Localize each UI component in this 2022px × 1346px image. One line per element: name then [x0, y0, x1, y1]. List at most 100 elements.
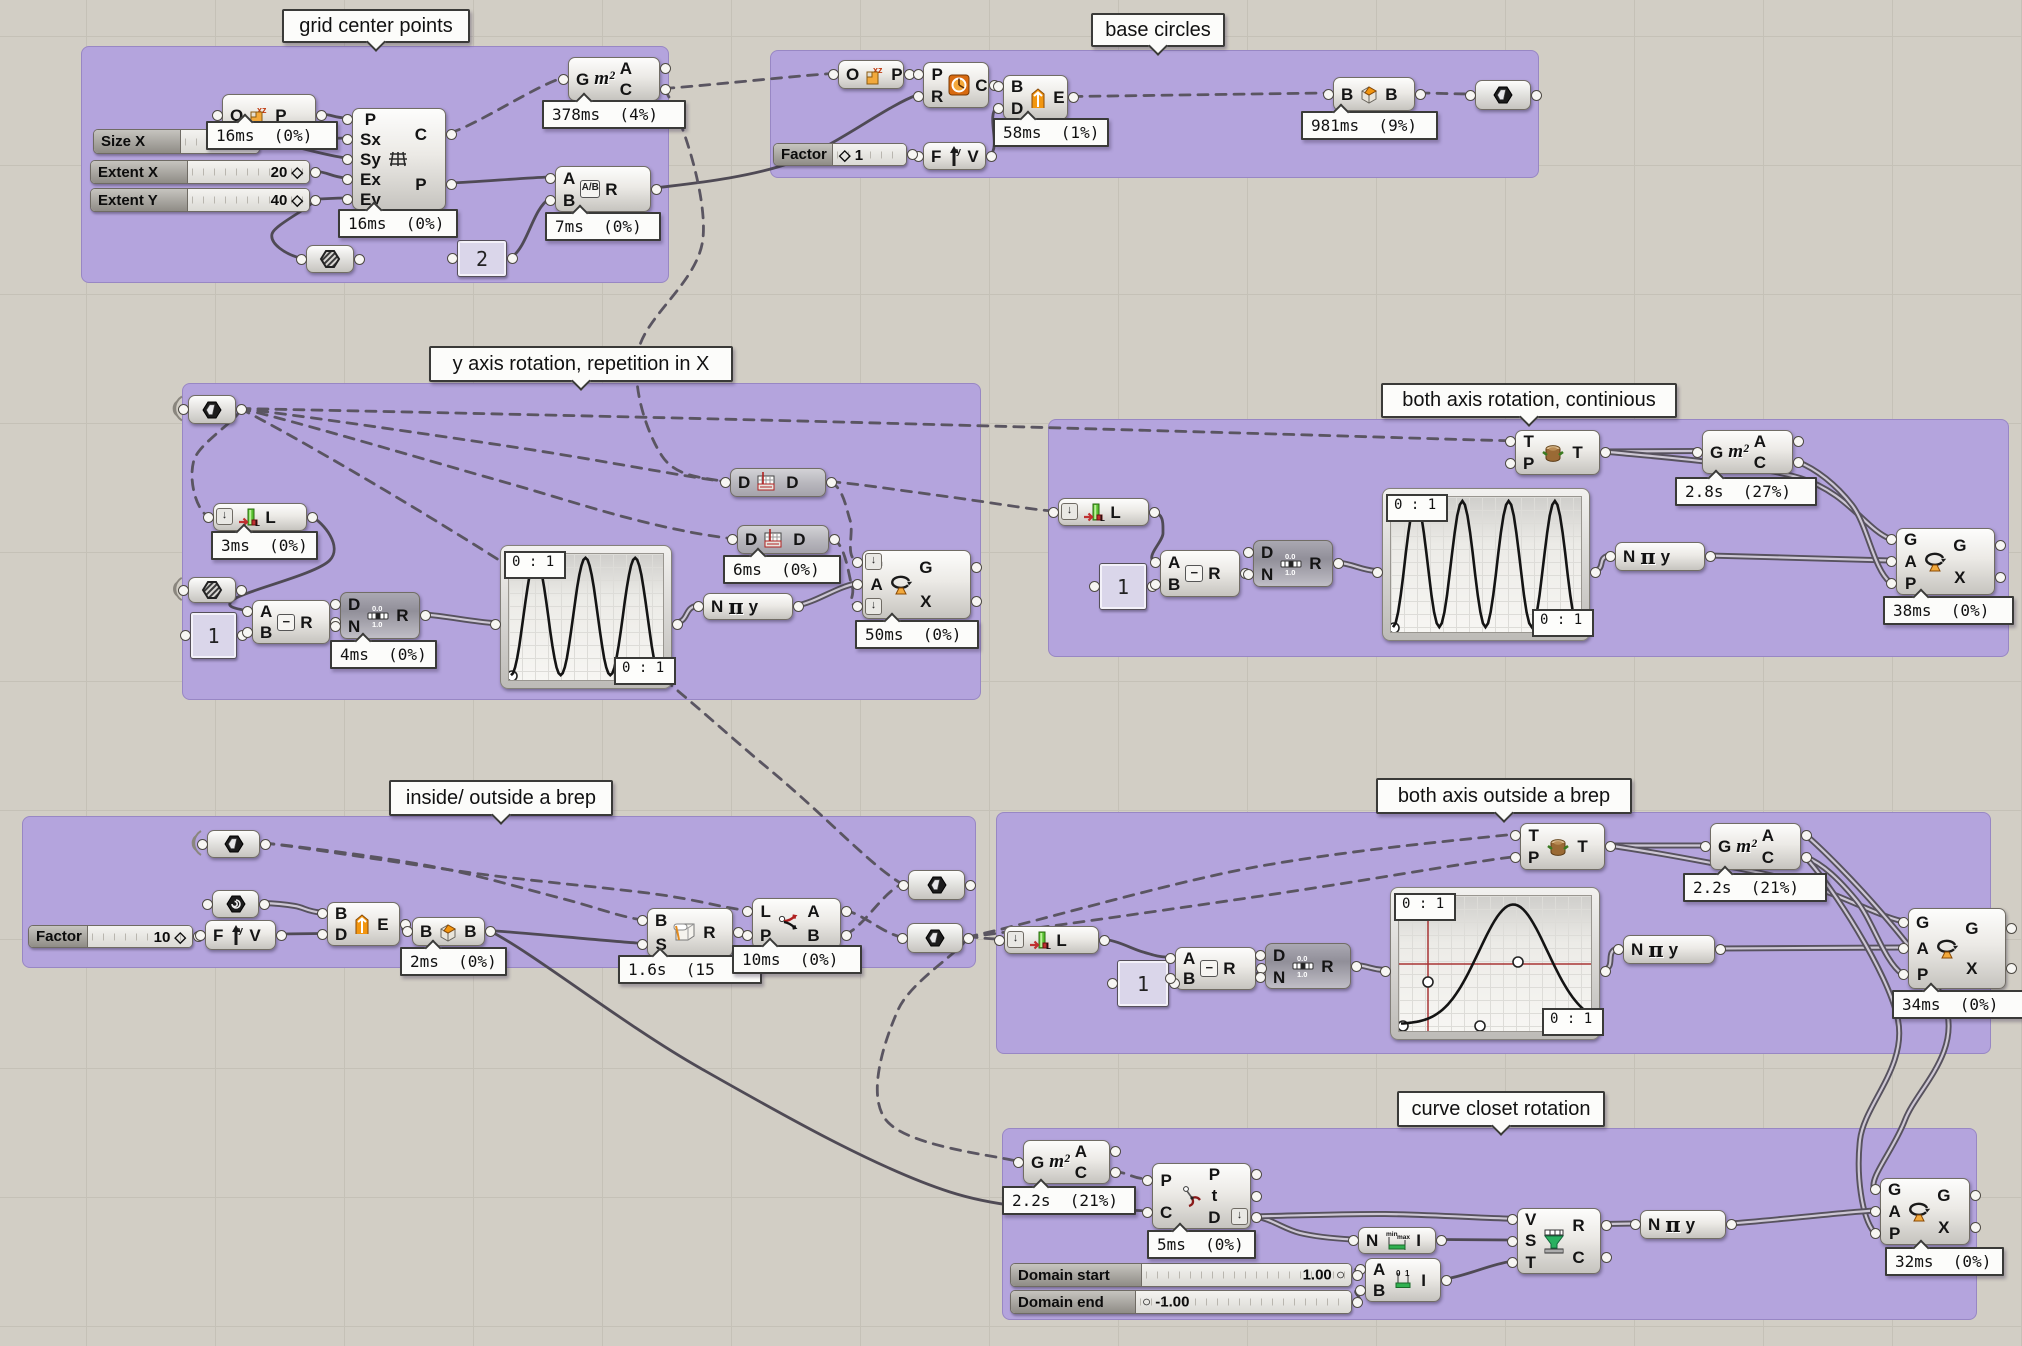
- port[interactable]: [1530, 89, 1542, 101]
- port[interactable]: [201, 898, 213, 910]
- port[interactable]: [1725, 1219, 1737, 1230]
- port[interactable]: [851, 556, 863, 568]
- port[interactable]: [970, 562, 982, 574]
- port[interactable]: [258, 898, 270, 910]
- construct-domain[interactable]: AB01I: [1365, 1258, 1441, 1302]
- port[interactable]: [1604, 551, 1616, 562]
- port[interactable]: [1704, 551, 1716, 562]
- port[interactable]: [445, 128, 457, 140]
- port[interactable]: [636, 938, 648, 950]
- port[interactable]: [1604, 841, 1616, 852]
- flatten-icon[interactable]: ↓: [1007, 931, 1024, 948]
- port[interactable]: [211, 109, 223, 121]
- port[interactable]: [353, 253, 365, 265]
- port[interactable]: [1141, 1206, 1153, 1218]
- port[interactable]: [179, 630, 191, 641]
- port[interactable]: [1250, 1211, 1262, 1223]
- port[interactable]: [557, 73, 569, 85]
- group-curve-closet-rotation-label[interactable]: curve closet rotation: [1397, 1091, 1605, 1127]
- slider-domain-end[interactable]: Domain end○ -1.00: [1010, 1290, 1352, 1314]
- port[interactable]: [1897, 943, 1909, 954]
- port[interactable]: [177, 404, 189, 415]
- relay-hex-hatched[interactable]: [306, 245, 354, 273]
- flatten-icon[interactable]: ↓: [216, 508, 233, 525]
- port[interactable]: [1047, 506, 1059, 518]
- port[interactable]: [1332, 558, 1344, 569]
- group-both-axis-outside-brep-label[interactable]: both axis outside a brep: [1376, 778, 1632, 814]
- port[interactable]: [828, 534, 840, 545]
- port[interactable]: [1869, 1227, 1881, 1239]
- port[interactable]: [1800, 829, 1812, 841]
- port[interactable]: [993, 934, 1005, 946]
- port[interactable]: [316, 929, 328, 940]
- port[interactable]: [1699, 841, 1711, 852]
- port[interactable]: [341, 133, 353, 145]
- port[interactable]: [992, 81, 1004, 93]
- port[interactable]: [309, 194, 321, 206]
- port[interactable]: [235, 584, 247, 596]
- port[interactable]: [636, 915, 648, 927]
- port[interactable]: [827, 69, 839, 80]
- port[interactable]: [401, 926, 413, 937]
- group-both-axis-rotation-label[interactable]: both axis rotation, continious: [1381, 383, 1677, 418]
- port[interactable]: [1897, 916, 1909, 928]
- port[interactable]: [1414, 88, 1426, 100]
- slider-track[interactable]: ◇ 1: [833, 144, 906, 165]
- group-grid-center-points-label[interactable]: grid center points: [282, 9, 470, 43]
- port[interactable]: [1254, 971, 1266, 983]
- port[interactable]: [1800, 852, 1812, 864]
- port[interactable]: [341, 153, 353, 165]
- port[interactable]: [315, 109, 327, 121]
- port[interactable]: [1506, 1235, 1518, 1247]
- slider-track[interactable]: 10 ◇: [88, 926, 192, 947]
- flatten-icon[interactable]: ↓: [1061, 503, 1078, 520]
- port[interactable]: [840, 905, 852, 917]
- panel-number[interactable]: 1: [1117, 960, 1169, 1007]
- port[interactable]: [1440, 1274, 1452, 1286]
- wireless-relay-hex[interactable]: [207, 830, 260, 858]
- port[interactable]: [1148, 506, 1160, 518]
- port[interactable]: [1464, 89, 1476, 101]
- port[interactable]: [1250, 1169, 1262, 1181]
- slider-track[interactable]: 20 ◇: [188, 161, 309, 183]
- panel-number[interactable]: 2: [457, 240, 507, 277]
- port[interactable]: [912, 68, 924, 80]
- panel-number[interactable]: 1: [190, 612, 237, 659]
- port[interactable]: [1994, 539, 2006, 551]
- port[interactable]: [1351, 1269, 1363, 1281]
- port[interactable]: [912, 90, 924, 102]
- port[interactable]: [1106, 978, 1118, 989]
- port[interactable]: [719, 477, 731, 488]
- port[interactable]: [741, 930, 753, 942]
- port[interactable]: [1149, 579, 1161, 591]
- port[interactable]: [1792, 436, 1804, 447]
- port[interactable]: [329, 621, 341, 633]
- port[interactable]: [1599, 965, 1611, 977]
- port[interactable]: [2005, 923, 2017, 935]
- relay-hex[interactable]: [1475, 80, 1531, 110]
- port[interactable]: [964, 879, 976, 891]
- port[interactable]: [1600, 1219, 1612, 1231]
- flatten-icon[interactable]: ↓: [865, 597, 882, 615]
- wireless-relay-hex[interactable]: [188, 395, 236, 424]
- port[interactable]: [1098, 934, 1110, 946]
- relay-hex[interactable]: [908, 870, 965, 900]
- port[interactable]: [1164, 973, 1176, 985]
- port[interactable]: [196, 838, 208, 850]
- port[interactable]: [544, 194, 556, 206]
